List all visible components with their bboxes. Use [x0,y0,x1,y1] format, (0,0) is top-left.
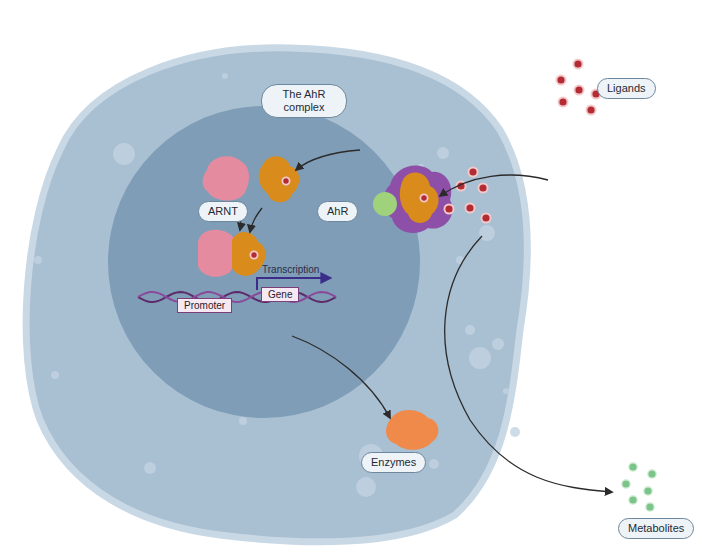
gene-box: Gene [261,287,299,302]
node-label: Gene [268,289,292,300]
label-pill: AhR [317,201,358,222]
arnt-protein [203,156,249,200]
metabolite-dots [621,462,657,512]
enzyme-protein [386,410,438,450]
node-label: Promoter [184,300,225,311]
label-pill: Metabolites [618,518,694,539]
ahr-protein [259,156,300,202]
label-pill: The AhR complex [261,84,347,118]
node-label: The AhR complex [268,88,340,114]
nucleus [108,106,420,418]
node-label: Ligands [607,82,646,95]
node-label: AhR [327,205,348,218]
process-label: Transcription [262,264,319,275]
promoter-box: Promoter [177,298,232,313]
ahr-bound [232,232,266,276]
node-label: ARNT [208,205,238,218]
node-label: Enzymes [371,456,416,469]
vesicles [34,73,520,497]
dna-helix [138,292,336,302]
arnt-bound [198,230,237,277]
pathway-arrows [236,150,612,492]
label-pill: Ligands [597,78,656,99]
node-label: Metabolites [628,522,684,535]
cell-membrane [26,48,527,542]
ahr-complex-protein [373,166,452,233]
ligand-dots [444,59,602,224]
label-pill: Enzymes [361,452,426,473]
label-pill: ARNT [198,201,248,222]
